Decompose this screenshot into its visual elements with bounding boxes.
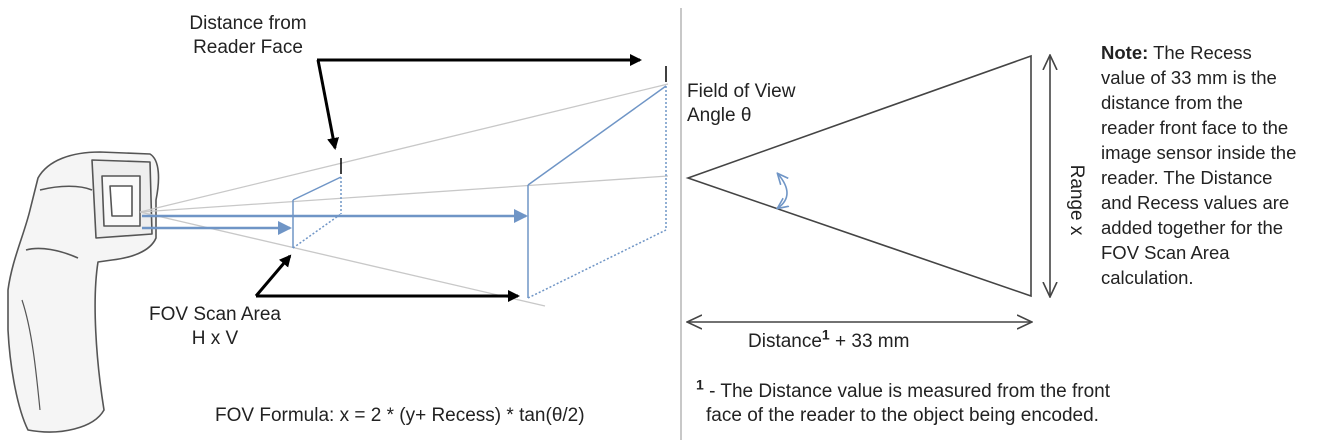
scan-area-callout-to-near [254, 254, 292, 297]
range-x-label: Range x [1066, 164, 1087, 236]
footnote-marker: 1 [696, 376, 704, 393]
fov-angle-label: Field of View Angle θ [687, 80, 795, 128]
note-text: The Recess value of 33 mm is the distanc… [1101, 42, 1297, 288]
fov-angle-line2: Angle θ [687, 105, 752, 126]
fov-triangle [685, 54, 1032, 298]
footnote-line1: - The Distance value is measured from th… [703, 381, 1111, 402]
distance-callout-to-near [316, 59, 339, 150]
distance-from-reader-face-label: Distance from Reader Face [158, 12, 338, 60]
distance-footnote: 1 - The Distance value is measured from … [696, 376, 1111, 428]
fov-cone-lines [139, 83, 669, 307]
distance-suffix: + 33 mm [829, 331, 910, 352]
distance-title-line2: Reader Face [193, 37, 303, 58]
distance-title-line1: Distance from [189, 13, 307, 34]
near-scan-box [292, 176, 342, 249]
fov-angle-line1: Field of View [687, 81, 796, 102]
scan-area-line1: FOV Scan Area [148, 304, 281, 325]
range-x-label-box: Range x [1056, 150, 1096, 250]
fov-formula: FOV Formula: x = 2 * (y+ Recess) * tan(θ… [215, 405, 585, 426]
note-bold-label: Note: [1101, 42, 1149, 63]
far-scan-box [527, 85, 667, 299]
distance-recess-label: Distance1 + 33 mm [748, 326, 910, 354]
scanner-illustration [7, 151, 160, 433]
fov-scan-area-label: FOV Scan Area H x V [130, 303, 300, 351]
distance-base: Distance [748, 331, 822, 352]
angle-theta-arc [778, 174, 787, 208]
recess-note: Note: The Recess value of 33 mm is the d… [1101, 40, 1301, 290]
distance-superscript: 1 [821, 326, 830, 343]
footnote-line2: face of the reader to the object being e… [706, 405, 1099, 426]
scan-area-line2: H x V [191, 328, 239, 349]
